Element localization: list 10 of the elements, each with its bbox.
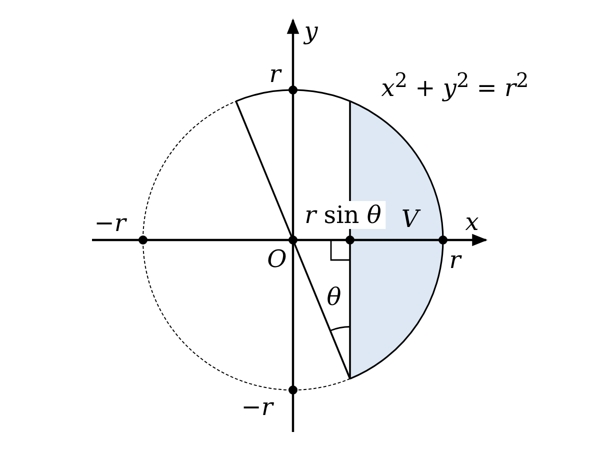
point-label: −r — [94, 211, 126, 235]
equation: x$^{2}$ + y$^{2}$ = r$^{2}$ — [381, 70, 529, 100]
axis-label: y — [304, 19, 318, 43]
origin-label: O — [267, 247, 287, 271]
angle-label: θ — [326, 285, 342, 309]
point-label: −r — [241, 395, 273, 419]
point-label: r — [449, 248, 461, 272]
region-label: V — [401, 207, 419, 231]
axis-label: x — [465, 210, 479, 234]
point-label: r — [269, 62, 281, 86]
